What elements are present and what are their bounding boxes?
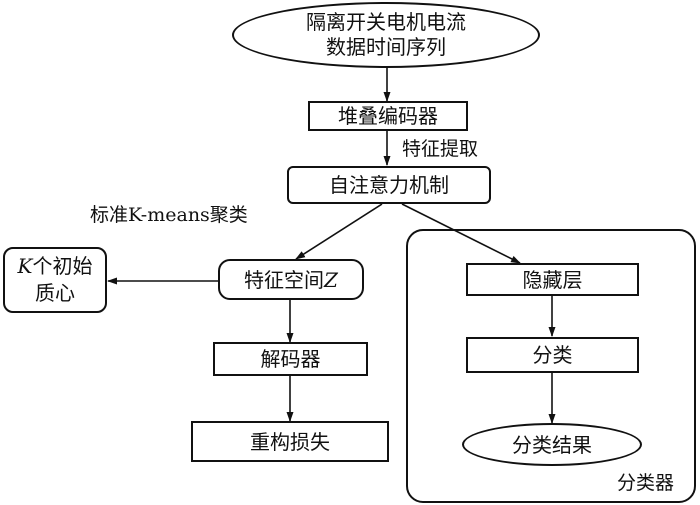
feature-space-label: 特征空间	[244, 267, 325, 292]
classify-node: 分类	[466, 337, 639, 373]
reconstruction-loss-node: 重构损失	[191, 421, 389, 462]
edge-attention-to-feature-space	[295, 203, 383, 260]
feature-extraction-label: 特征提取	[402, 138, 479, 160]
k-centroids-line1-text: 个初始	[32, 254, 93, 278]
classifier-group-frame	[406, 229, 696, 503]
classification-result-label: 分类结果	[512, 432, 592, 457]
feature-space-variable: Z	[324, 267, 338, 292]
stacked-encoder-label: 堆叠编码器	[338, 104, 438, 128]
k-centroids-node: K个初始 质心	[3, 247, 107, 313]
kmeans-clustering-label: 标准K-means聚类	[90, 204, 248, 226]
hidden-layer-label: 隐藏层	[522, 267, 583, 292]
k-centroids-line2: 质心	[35, 281, 75, 305]
input-data-line2: 数据时间序列	[326, 35, 446, 59]
decoder-label: 解码器	[260, 347, 321, 371]
self-attention-node: 自注意力机制	[287, 166, 491, 204]
classifier-group-label: 分类器	[617, 472, 675, 494]
classification-result-node: 分类结果	[462, 423, 642, 466]
edge-attention-to-hidden	[401, 203, 521, 264]
self-attention-label: 自注意力机制	[329, 173, 449, 197]
hidden-layer-node: 隐藏层	[466, 263, 639, 296]
input-data-node: 隔离开关电机电流 数据时间序列	[232, 2, 540, 68]
decoder-node: 解码器	[213, 342, 368, 376]
reconstruction-loss-label: 重构损失	[250, 429, 330, 454]
classify-label: 分类	[532, 343, 573, 367]
input-data-line1: 隔离开关电机电流	[306, 10, 466, 34]
k-centroids-line1: K个初始	[18, 253, 93, 280]
k-variable: K	[17, 254, 33, 278]
stacked-encoder-node: 堆叠编码器	[308, 101, 468, 131]
